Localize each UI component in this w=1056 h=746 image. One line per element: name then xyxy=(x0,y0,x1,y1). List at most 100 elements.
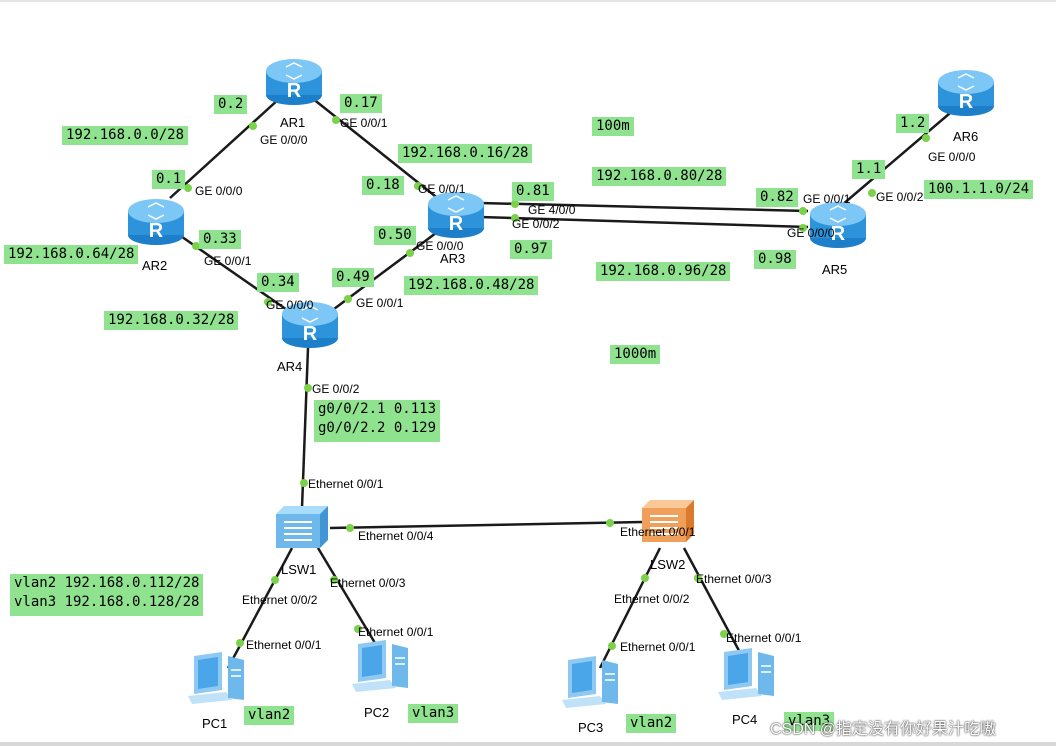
port-dot xyxy=(304,384,312,392)
port-dot xyxy=(344,295,352,303)
port-dot xyxy=(606,519,614,527)
port-dot xyxy=(300,479,308,487)
pc4-name: PC4 xyxy=(732,712,758,727)
port-label: Ethernet 0/0/3 xyxy=(696,572,772,586)
lsw2-switch-icon[interactable] xyxy=(640,494,696,546)
vlan-subnet-line: vlan3 192.168.0.128/28 xyxy=(14,594,200,610)
ar1-name: AR1 xyxy=(280,115,306,130)
ar2-router-icon[interactable]: R xyxy=(126,195,186,247)
port-dot xyxy=(922,134,930,142)
link-lsw1-pc1 xyxy=(226,547,294,669)
port-dot xyxy=(236,639,244,647)
pc3-computer-icon[interactable] xyxy=(556,654,628,712)
ip-label-ar2-ge001: 0.33 xyxy=(199,230,241,249)
svg-text:R: R xyxy=(959,91,974,113)
port-dot xyxy=(511,214,519,222)
top-border xyxy=(0,0,1056,2)
link-ar1-ar2 xyxy=(169,97,281,199)
ar6-router-icon[interactable]: R xyxy=(936,66,996,118)
link-lsw1-lsw2 xyxy=(329,520,645,530)
ar6-name: AR6 xyxy=(953,129,979,144)
port-label: GE 0/0/2 xyxy=(312,382,360,396)
port-label: Ethernet 0/0/2 xyxy=(242,593,318,607)
port-dot xyxy=(694,574,702,582)
network-label: 192.168.0.96/28 xyxy=(596,262,731,281)
ip-label-ar5-ge000: 0.98 xyxy=(754,250,796,269)
port-dot xyxy=(332,116,340,124)
port-label: GE 0/0/1 xyxy=(340,116,388,130)
port-dot xyxy=(354,625,362,633)
pc2-computer-icon[interactable] xyxy=(346,638,418,696)
pc2-name: PC2 xyxy=(364,705,390,720)
port-label: Ethernet 0/0/3 xyxy=(330,576,406,590)
port-label: Ethernet 0/0/1 xyxy=(620,525,696,539)
network-label: 192.168.0.64/28 xyxy=(4,245,139,264)
lsw2-name: LSW2 xyxy=(650,557,686,572)
port-label: Ethernet 0/0/1 xyxy=(358,625,434,639)
port-dot xyxy=(184,184,192,192)
port-label: GE 0/0/1 xyxy=(356,296,404,310)
ip-label-ar3-ge001: 0.18 xyxy=(362,176,404,195)
port-label: GE 0/0/0 xyxy=(787,226,835,240)
svg-text:R: R xyxy=(831,223,846,245)
port-dot xyxy=(511,200,519,208)
port-label: Ethernet 0/0/4 xyxy=(358,529,434,543)
port-label: GE 0/0/2 xyxy=(512,217,560,231)
ip-label-ar1-ge000: 0.2 xyxy=(214,95,248,114)
port-label: GE 0/0/1 xyxy=(204,254,252,268)
ip-label-ar4-ge000: 0.34 xyxy=(257,273,299,292)
port-dot xyxy=(799,207,807,215)
subinterface-label: g0/0/2.1 0.113 g0/0/2.2 0.129 xyxy=(314,400,441,442)
lsw1-name: LSW1 xyxy=(281,562,317,577)
network-label: 192.168.0.80/28 xyxy=(592,167,727,186)
network-label: 192.168.0.0/28 xyxy=(62,126,189,145)
ip-label-ar4-ge001: 0.49 xyxy=(332,268,374,287)
svg-text:R: R xyxy=(303,323,318,345)
ar4-router-icon[interactable]: R xyxy=(280,298,340,350)
ar4-name: AR4 xyxy=(277,359,303,374)
port-label: Ethernet 0/0/1 xyxy=(246,638,322,652)
port-dot xyxy=(608,642,616,650)
port-label: GE 0/0/1 xyxy=(803,192,851,206)
link-ar5-ar6 xyxy=(841,107,957,206)
port-dot xyxy=(249,122,257,130)
watermark: CSDN @指定没有你好果汁吃嗷 xyxy=(770,721,997,738)
subinterface-line: g0/0/2.2 0.129 xyxy=(318,420,437,436)
port-label: GE 0/0/0 xyxy=(195,184,243,198)
bandwidth-label: 100m xyxy=(592,117,634,136)
network-label: 192.168.0.48/28 xyxy=(404,276,539,295)
port-dot xyxy=(414,182,422,190)
svg-text:R: R xyxy=(287,80,302,102)
ar3-router-icon[interactable]: R xyxy=(426,188,486,240)
lsw1-switch-icon[interactable] xyxy=(274,500,330,552)
link-ar3-ar5-ge400 xyxy=(479,201,809,213)
ip-label-ar5-ge002: 1.1 xyxy=(852,160,886,179)
port-dot xyxy=(264,298,272,306)
pc1-computer-icon[interactable] xyxy=(182,650,254,708)
port-dot xyxy=(641,574,649,582)
network-label: 192.168.0.32/28 xyxy=(104,311,239,330)
pc4-computer-icon[interactable] xyxy=(712,646,784,704)
link-lsw1-pc2 xyxy=(316,547,380,649)
pc4-vlan-label: vlan3 xyxy=(784,712,835,731)
ip-label-ar5-ge001: 0.82 xyxy=(756,188,798,207)
port-label: Ethernet 0/0/1 xyxy=(620,640,696,654)
bottom-scrollbar[interactable] xyxy=(0,742,1056,746)
ar5-name: AR5 xyxy=(822,262,848,277)
pc3-name: PC3 xyxy=(578,720,604,735)
pc3-vlan-label: vlan2 xyxy=(626,714,677,733)
port-label: GE 0/0/1 xyxy=(418,182,466,196)
ip-label-ar3-ge400: 0.81 xyxy=(512,182,554,201)
port-label: GE 0/0/2 xyxy=(876,190,924,204)
ar2-name: AR2 xyxy=(142,258,168,273)
ar5-router-icon[interactable]: R xyxy=(808,198,868,250)
link-lsw2-pc4 xyxy=(682,547,746,661)
bandwidth-label: 1000m xyxy=(610,345,661,364)
ip-label-ar6-ge000: 1.2 xyxy=(896,114,930,133)
port-label: GE 0/0/0 xyxy=(260,133,308,147)
link-ar3-ar5-ge002 xyxy=(479,215,809,229)
ar1-router-icon[interactable]: R xyxy=(264,55,324,107)
svg-text:R: R xyxy=(449,213,464,235)
